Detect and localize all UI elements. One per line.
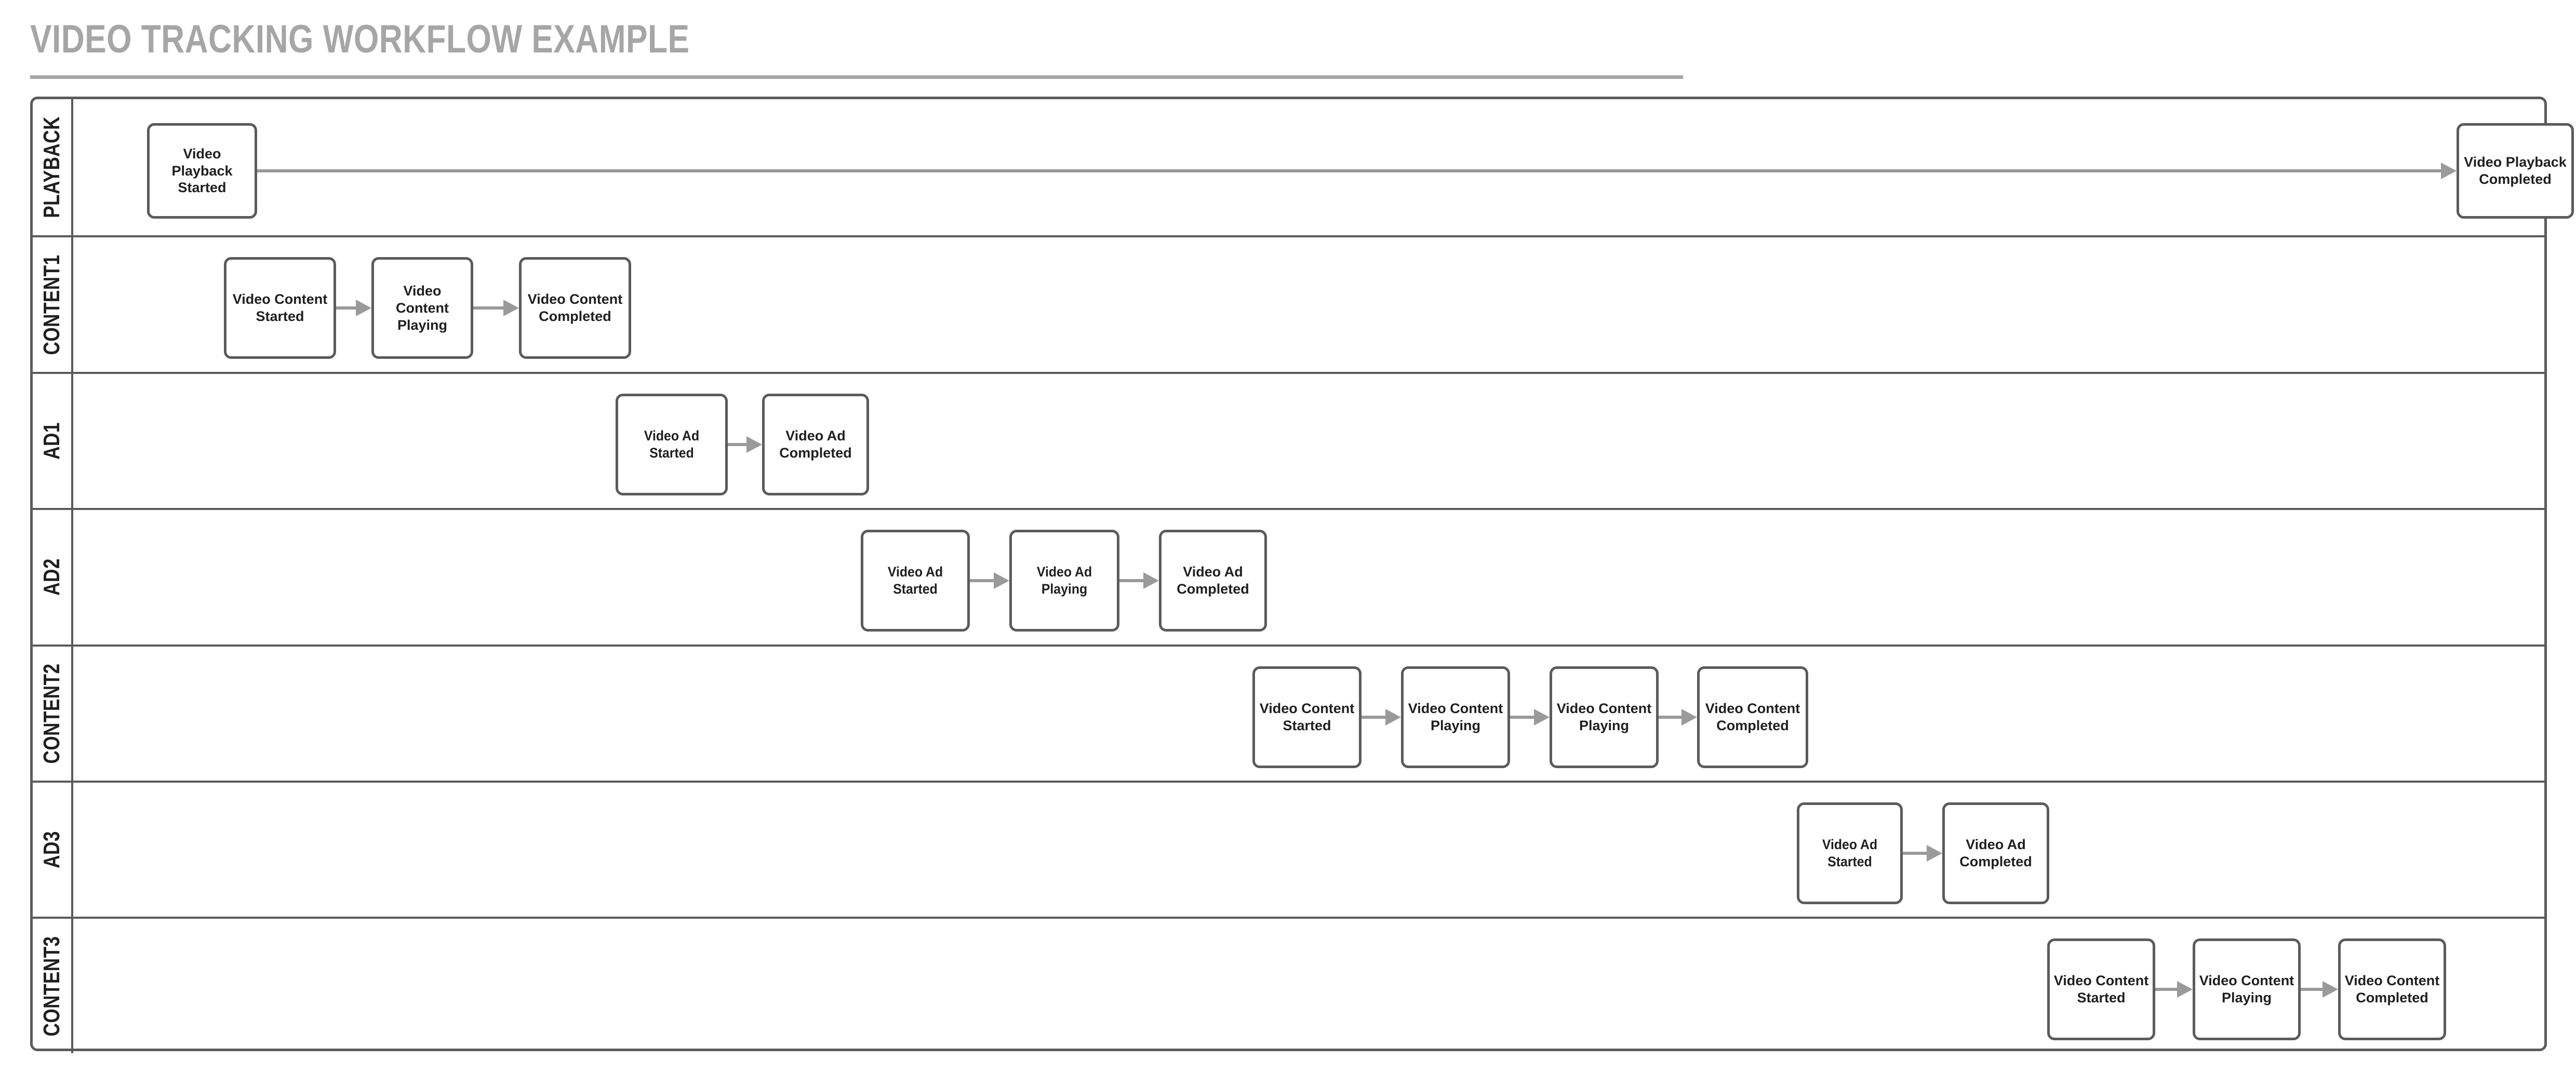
arrowhead-icon: [746, 436, 762, 453]
node-label: Video Ad Started: [887, 564, 943, 597]
node-label: Video Content Started: [232, 291, 328, 325]
node-content3-video-content-started[interactable]: Video Content Started: [2047, 938, 2155, 1041]
swimlane-label-content3: CONTENT3: [39, 936, 64, 1036]
swimlane-label-content2: CONTENT2: [39, 663, 64, 764]
node-label: Video Content Started: [1259, 700, 1355, 733]
swimlane-label-cell-content1: CONTENT1: [33, 237, 73, 372]
swimlane-label-playback: PLAYBACK: [39, 116, 64, 218]
swimlane-body-playback: Video Playback Started Video Playback Com…: [73, 99, 2574, 235]
node-ad2-video-ad-started[interactable]: Video Ad Started: [861, 530, 970, 632]
node-content1-video-content-started[interactable]: Video Content Started: [224, 257, 336, 359]
arrowhead-icon: [2177, 981, 2193, 998]
arrowhead-icon: [1534, 708, 1550, 726]
arrow-shaft: [473, 306, 503, 310]
node-ad3-video-ad-started[interactable]: Video Ad Started: [1797, 802, 1903, 904]
swimlane-label-cell-ad1: AD1: [33, 373, 73, 508]
node-ad1-video-ad-started[interactable]: Video Ad Started: [616, 393, 728, 495]
arrow-shaft: [728, 442, 746, 446]
swimlane-label-cell-ad3: AD3: [33, 782, 73, 917]
node-content3-video-content-playing[interactable]: Video Content Playing: [2193, 938, 2301, 1041]
arrow-shaft: [2301, 988, 2323, 991]
node-label: Video Ad Completed: [1177, 564, 1249, 597]
arrowhead-icon: [2323, 981, 2338, 998]
arrowhead-icon: [994, 572, 1009, 589]
node-content2-video-content-started[interactable]: Video Content Started: [1252, 666, 1362, 768]
swimlane-label-cell-ad2: AD2: [33, 510, 73, 645]
arrow-shaft: [1362, 715, 1385, 719]
swimlane-ad1: AD1 Video Ad Started Video Ad Completed: [33, 371, 2544, 508]
node-label: Video Content Completed: [1705, 700, 1800, 733]
node-label: Video Ad Completed: [1959, 837, 2032, 869]
node-label: Video Ad Started: [1822, 837, 1878, 869]
node-label: Video Content Playing: [1408, 700, 1503, 733]
node-content1-video-content-completed[interactable]: Video Content Completed: [519, 257, 631, 359]
swimlane-label-content1: CONTENT1: [39, 254, 64, 355]
swimlane-body-ad2: Video Ad Started Video Ad Playing Video Ad…: [73, 510, 2544, 644]
swimlane-label-ad2: AD2: [39, 558, 64, 596]
arrowhead-icon: [1385, 708, 1401, 726]
arrow-shaft: [1510, 715, 1534, 719]
node-ad3-video-ad-completed[interactable]: Video Ad Completed: [1942, 802, 2049, 904]
arrow-shaft: [2155, 988, 2177, 991]
node-ad2-video-ad-playing[interactable]: Video Ad Playing: [1009, 530, 1119, 632]
swimlane-label-cell-content2: CONTENT2: [33, 646, 73, 781]
swimlane-body-ad3: Video Ad Started Video Ad Completed: [73, 783, 2544, 917]
node-content2-video-content-completed[interactable]: Video Content Completed: [1697, 666, 1808, 768]
swimlane-body-content3: Video Content Started Video Content Playi…: [73, 919, 2544, 1053]
title-divider: [30, 75, 1683, 79]
node-label: Video Ad Started: [644, 427, 700, 461]
node-ad1-video-ad-completed[interactable]: Video Ad Completed: [762, 393, 869, 495]
arrowhead-icon: [1681, 708, 1697, 726]
node-label: Video Playback Started: [171, 145, 233, 196]
node-content2-video-content-playing-1[interactable]: Video Content Playing: [1401, 666, 1510, 768]
arrow-shaft: [336, 306, 356, 310]
arrow-shaft: [1659, 715, 1681, 719]
node-content1-video-content-playing[interactable]: Video Content Playing: [371, 257, 473, 359]
arrow-shaft: [1903, 851, 1927, 855]
node-label: Video Ad Completed: [779, 427, 852, 461]
node-label: Video Content Playing: [396, 283, 449, 333]
swimlane-label-cell-playback: PLAYBACK: [33, 99, 73, 236]
swimlane-body-content2: Video Content Started Video Content Playi…: [73, 647, 2544, 781]
node-label: Video Content Completed: [2344, 973, 2440, 1006]
page-title: VIDEO TRACKING WORKFLOW EXAMPLE: [30, 17, 690, 61]
swimlane-label-cell-content3: CONTENT3: [33, 919, 73, 1053]
swimlane-ad3: AD3 Video Ad Started Video Ad Completed: [33, 780, 2544, 917]
arrow-shaft: [257, 169, 2441, 172]
swimlane-body-ad1: Video Ad Started Video Ad Completed: [73, 374, 2544, 508]
node-content3-video-content-completed[interactable]: Video Content Completed: [2338, 938, 2446, 1041]
node-label: Video Content Started: [2053, 973, 2149, 1006]
node-content2-video-content-playing-2[interactable]: Video Content Playing: [1550, 666, 1659, 768]
node-label: Video Content Completed: [527, 291, 623, 325]
node-playback-video-playback-started[interactable]: Video Playback Started: [147, 123, 257, 219]
swimlane-body-content1: Video Content Started Video Content Playi…: [73, 237, 2544, 371]
node-label: Video Content Playing: [2199, 973, 2294, 1006]
swimlane-label-ad3: AD3: [39, 831, 64, 868]
arrowhead-icon: [356, 300, 371, 317]
node-ad2-video-ad-completed[interactable]: Video Ad Completed: [1159, 530, 1267, 632]
arrow-shaft: [970, 579, 994, 583]
arrow-shaft: [1119, 579, 1143, 583]
node-playback-video-playback-completed[interactable]: Video Playback Completed: [2457, 123, 2574, 219]
node-label: Video Content Playing: [1556, 700, 1652, 733]
node-label: Video Playback Completed: [2464, 154, 2567, 187]
arrowhead-icon: [1143, 572, 1159, 589]
swimlane-label-ad1: AD1: [39, 422, 64, 460]
arrowhead-icon: [2441, 163, 2457, 179]
arrowhead-icon: [503, 300, 519, 317]
node-label: Video Ad Playing: [1036, 564, 1092, 597]
arrowhead-icon: [1927, 844, 1942, 862]
